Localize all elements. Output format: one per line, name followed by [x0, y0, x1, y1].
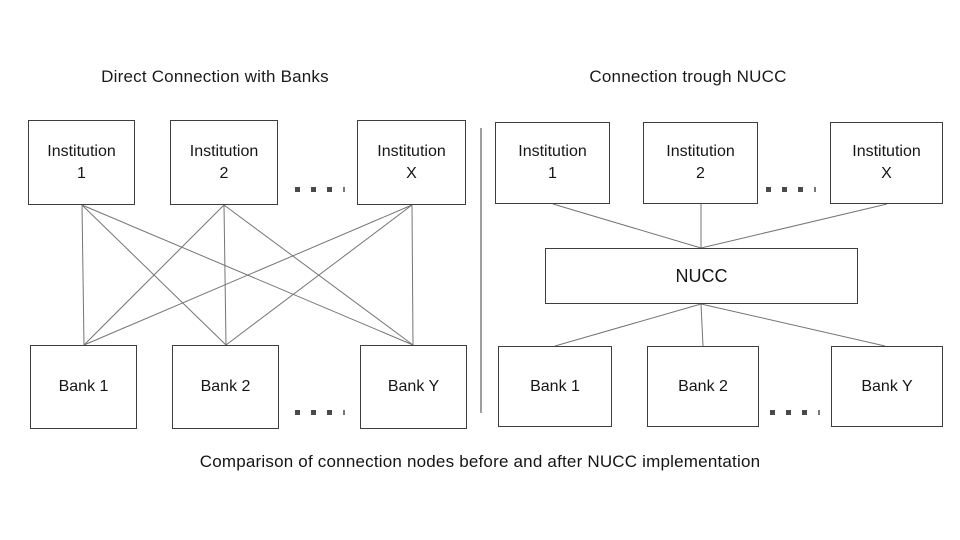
right-bank-y-label: Bank Y: [861, 377, 913, 395]
connection-line: [83, 204, 413, 346]
left-panel-connections: [81, 204, 414, 346]
continuation-dots-icon: [295, 409, 345, 415]
dot: [295, 409, 300, 415]
continuation-dots-icon: [295, 186, 345, 192]
left-bank-y-label: Bank Y: [387, 378, 440, 396]
connection-line: [83, 204, 225, 346]
connection-line: [81, 204, 85, 346]
dot: [802, 409, 807, 415]
dot: [327, 186, 332, 192]
left-bank-2-box: Bank 2: [172, 345, 279, 429]
dot: [766, 186, 771, 192]
connection-line: [700, 303, 886, 347]
dot: [770, 409, 775, 415]
connection-line: [552, 203, 702, 249]
connection-line: [700, 303, 704, 347]
right-panel-connections: [552, 203, 888, 347]
left-institution-1-box: Institution 1: [28, 120, 135, 205]
right-institution-1-box: Institution 1: [495, 122, 610, 204]
diagram-caption: Comparison of connection nodes before an…: [199, 452, 761, 471]
dot: [782, 186, 787, 192]
continuation-dots-icon: [770, 409, 820, 415]
dot: [343, 409, 345, 415]
left-bank-1-label: Bank 1: [58, 378, 109, 396]
left-bank-2-label: Bank 2: [200, 378, 251, 396]
dot: [814, 186, 816, 192]
left-institution-x-box: Institution X: [357, 120, 466, 205]
connection-line: [700, 203, 888, 249]
dot: [311, 409, 316, 415]
right-bank-1-box: Bank 1: [498, 346, 612, 427]
left-institution-1-label: Institution 1: [47, 142, 116, 182]
left-institution-2-label: Institution 2: [189, 142, 259, 182]
dot: [295, 186, 300, 192]
left-institution-x-label: Institution X: [377, 142, 446, 182]
dot: [327, 409, 332, 415]
right-institution-x-box: Institution X: [830, 122, 943, 204]
dot: [818, 409, 820, 415]
right-panel-title: Connection trough NUCC: [589, 67, 787, 86]
right-bank-2-box: Bank 2: [647, 346, 759, 427]
nucc-hub-label: NUCC: [675, 265, 728, 286]
left-bank-1-box: Bank 1: [30, 345, 137, 429]
continuation-dots-icon: [766, 186, 816, 192]
dot: [798, 186, 803, 192]
right-bank-y-box: Bank Y: [831, 346, 943, 427]
dot: [343, 186, 345, 192]
connection-line: [225, 204, 413, 346]
right-institution-1-label: Institution 1: [518, 143, 587, 182]
connection-line: [223, 204, 227, 346]
dot: [311, 186, 316, 192]
connection-line: [411, 204, 414, 346]
nucc-hub-box: NUCC: [545, 248, 858, 304]
right-institution-2-label: Institution 2: [666, 143, 735, 182]
right-bank-2-label: Bank 2: [678, 377, 728, 395]
right-bank-1-label: Bank 1: [530, 377, 580, 395]
dot: [786, 409, 791, 415]
left-panel-title: Direct Connection with Banks: [101, 67, 329, 86]
left-institution-2-box: Institution 2: [170, 120, 278, 205]
right-institution-2-box: Institution 2: [643, 122, 758, 204]
right-institution-x-label: Institution X: [852, 143, 921, 182]
connection-line: [554, 303, 702, 347]
left-bank-y-box: Bank Y: [360, 345, 467, 429]
